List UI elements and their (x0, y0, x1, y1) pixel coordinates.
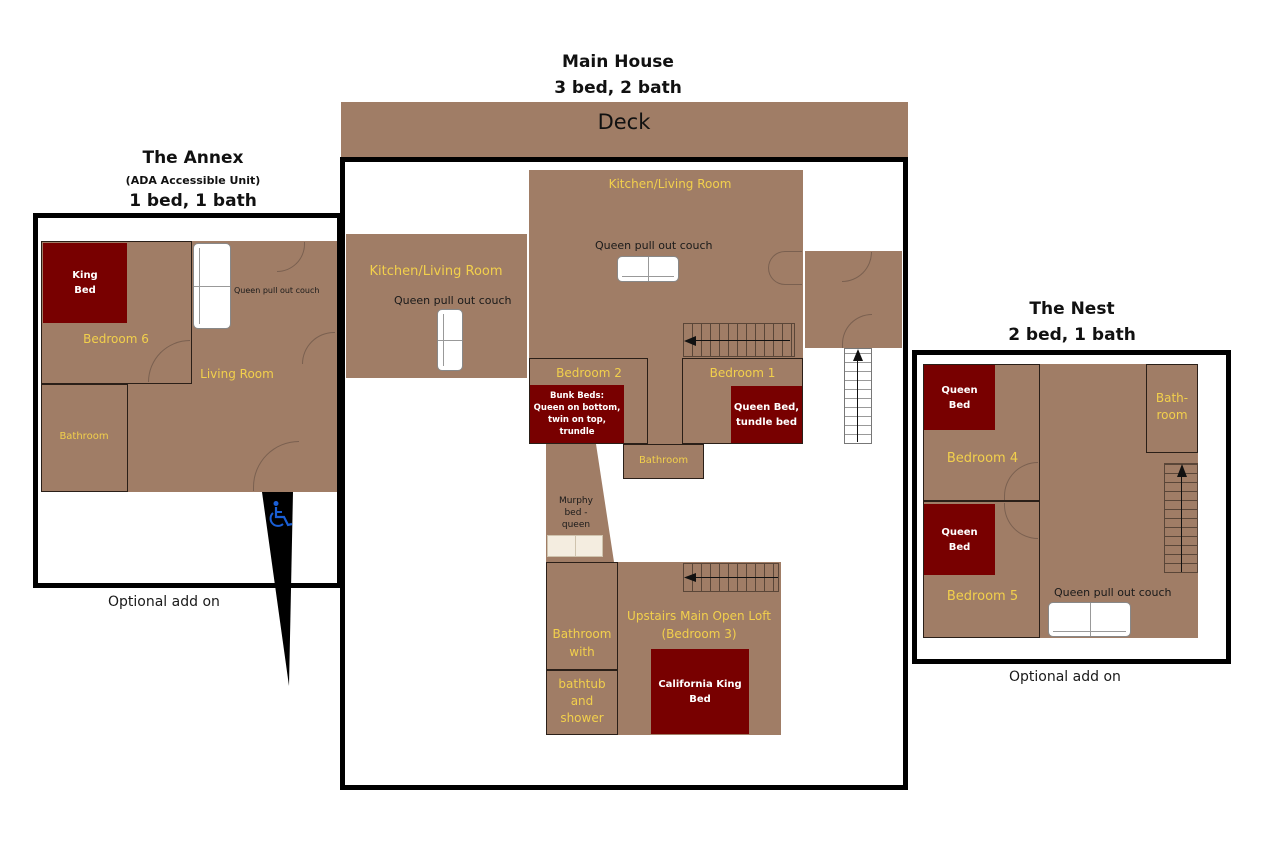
main-house-frame (340, 157, 908, 790)
main-house-summary: 3 bed, 2 bath (554, 78, 682, 98)
main-kitchen-center-label: Kitchen/Living Room (608, 177, 732, 191)
wheelchair-icon (269, 501, 293, 527)
main-bunk-bed: Bunk Beds:Queen on bottom,twin on top, t… (530, 385, 624, 443)
nest-bathroom (1146, 364, 1198, 453)
loft-stairs-arrow (690, 577, 778, 578)
nest-bedroom-4-label: Bedroom 4 (946, 451, 1019, 466)
main-house-title: Main House (562, 52, 674, 72)
annex-couch (193, 243, 231, 329)
main-bedroom-2 (529, 358, 648, 444)
nest-footer: Optional add on (1009, 669, 1121, 685)
deck (341, 102, 908, 158)
annex-living-label: Living Room (200, 367, 274, 381)
annex-subtitle: (ADA Accessible Unit) (125, 174, 261, 187)
main-kitchen-left (346, 234, 527, 378)
annex-summary: 1 bed, 1 bath (129, 191, 257, 211)
nest-couch (1048, 602, 1131, 637)
ada-ramp (262, 492, 293, 686)
nest-title: The Nest (1029, 299, 1115, 319)
nest-bathroom-label: Bath-room (1155, 391, 1189, 422)
annex-couch-note: Queen pull out couch (234, 286, 320, 295)
main-loft-bathroom-bottom (546, 670, 618, 735)
main-couch-center (617, 256, 679, 282)
main-bedroom-2-label: Bedroom 2 (556, 366, 622, 380)
annex-title: The Annex (142, 148, 244, 168)
main-bathroom (623, 444, 704, 479)
main-murphy-bed (547, 535, 603, 557)
main-bedroom-1-label: Bedroom 1 (709, 366, 776, 380)
main-kitchen-left-label: Kitchen/Living Room (369, 264, 503, 279)
annex-bathroom (41, 384, 128, 492)
deck-label: Deck (597, 110, 651, 134)
nest-bedroom-5-label: Bedroom 5 (946, 589, 1019, 604)
outside-stairs-arrow (857, 356, 858, 442)
nest-stairs-arrow (1181, 472, 1182, 572)
main-bedroom-1-bed: Queen Bed,tundle bed (731, 386, 802, 443)
stairs-arrow (690, 340, 790, 341)
nest-summary: 2 bed, 1 bath (1008, 325, 1136, 345)
main-outside-stairs (844, 348, 872, 444)
annex-bathroom-label: Bathroom (59, 431, 109, 442)
arrow-up-icon (853, 349, 863, 361)
arrow-up-icon (1177, 464, 1187, 477)
nest-bedroom-4 (923, 364, 1040, 501)
nest-bedroom-5 (923, 501, 1040, 638)
main-bathroom-label: Bathroom (638, 455, 689, 466)
annex-bedroom-6 (41, 241, 192, 384)
annex-bedroom-label: Bedroom 6 (83, 332, 149, 346)
main-loft-label: Upstairs Main Open Loft(Bedroom 3) (627, 609, 771, 641)
main-couch-center-note: Queen pull out couch (595, 239, 713, 252)
nest-couch-note: Queen pull out couch (1054, 586, 1172, 599)
annex-footer: Optional add on (108, 594, 220, 610)
arrow-left-icon (684, 573, 696, 582)
main-couch-left-note: Queen pull out couch (394, 294, 512, 307)
arrow-left-icon (684, 336, 696, 346)
main-bedroom-1 (682, 358, 803, 444)
main-loft-bathroom-top (546, 562, 618, 670)
main-couch-left (437, 309, 463, 371)
main-door-center-right (768, 251, 802, 285)
main-murphy-corridor (546, 444, 614, 562)
